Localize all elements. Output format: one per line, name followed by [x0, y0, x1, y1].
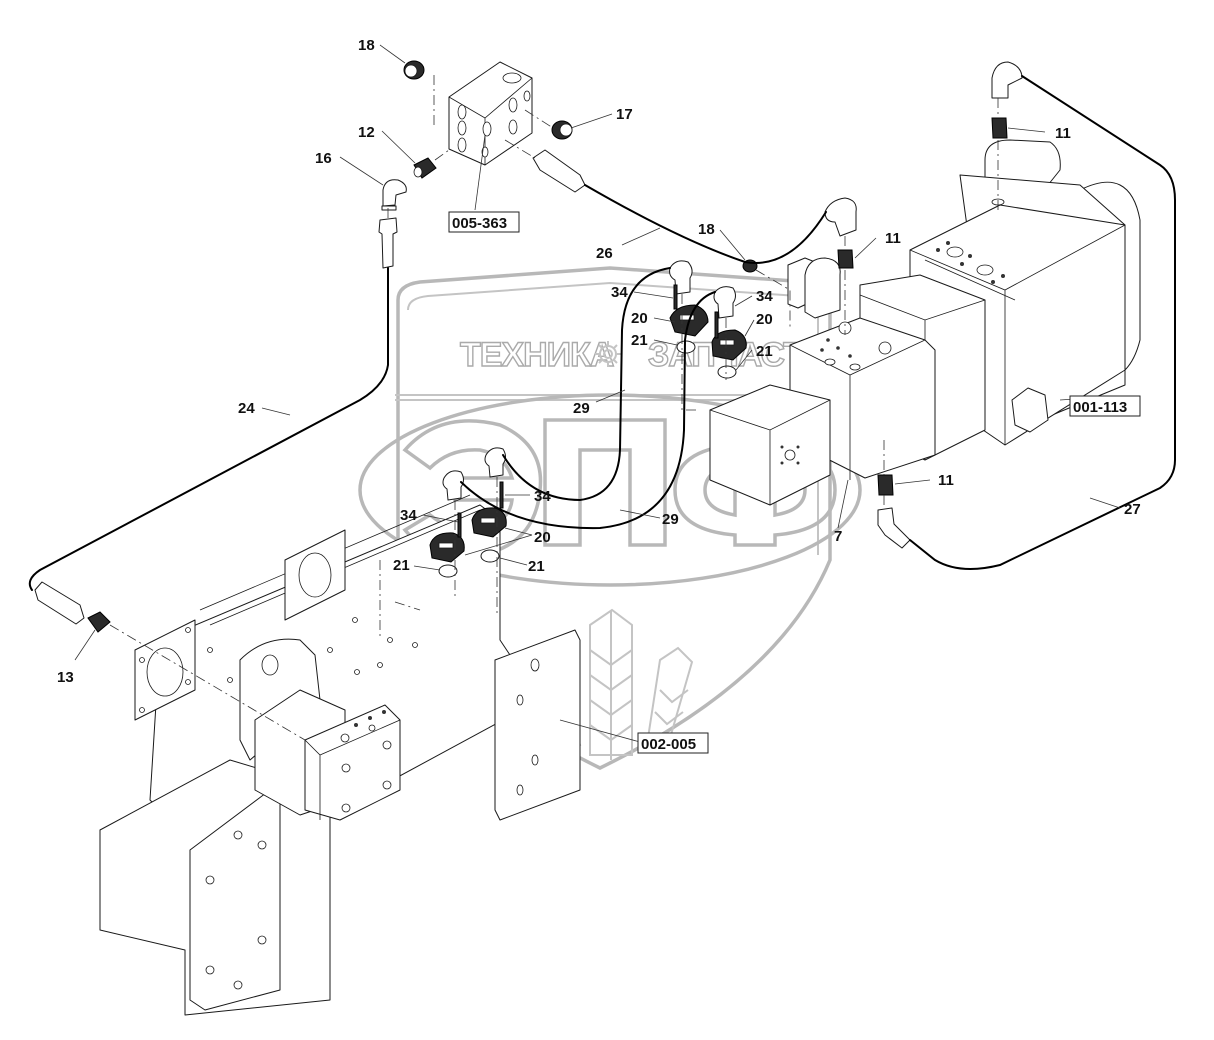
hose-27	[909, 75, 1176, 570]
callout-12: 12	[358, 124, 375, 141]
ref-box-005-363[interactable]: 005-363	[448, 211, 520, 233]
elbow-27-top	[991, 61, 1023, 99]
plug-18-top	[403, 60, 425, 80]
hoses	[28, 75, 1176, 591]
adapter-12	[413, 157, 437, 179]
valve-cartridge-2	[804, 257, 841, 319]
callout-18-top: 18	[358, 37, 375, 54]
ref-box-001-113[interactable]: 001-113	[1069, 395, 1141, 417]
callout-21-upper-right: 21	[756, 343, 773, 360]
o-ring-21-upper-2	[717, 365, 737, 379]
hose-end-24-bottom	[34, 581, 85, 625]
bolt-34-upper-1	[673, 284, 678, 310]
callout-29-lower: 29	[662, 511, 679, 528]
ref-box-002-005[interactable]: 002-005	[637, 732, 709, 754]
frame-assembly-002-005	[99, 494, 581, 1016]
center-lines	[109, 75, 999, 741]
callout-11-top: 11	[1055, 125, 1071, 142]
elbow-27-low	[877, 507, 911, 549]
callout-11-mid: 11	[885, 230, 901, 247]
elbow-29-upper-1	[669, 260, 693, 295]
motor-valve-block	[304, 704, 401, 821]
bolt-34-upper-2	[714, 311, 719, 339]
hose-29-a	[502, 267, 671, 502]
pump-assembly-001-113	[709, 139, 1141, 506]
callout-34-upper-right: 34	[756, 288, 773, 305]
hose-end-24-top	[378, 217, 398, 269]
hose-29-b	[460, 291, 716, 530]
callout-labels: 18 17 12 16 26 18 11 11 11 34 34 20 20 2…	[57, 37, 1141, 686]
elbow-29-upper-2	[713, 286, 736, 319]
hose-end-26	[532, 149, 586, 193]
adapter-11-low	[877, 474, 894, 496]
callout-24: 24	[238, 400, 255, 417]
hose-24	[28, 267, 389, 591]
callout-17: 17	[616, 106, 633, 123]
callout-20-upper-left: 20	[631, 310, 648, 327]
callout-26: 26	[596, 245, 613, 262]
callout-27: 27	[1124, 501, 1141, 518]
callout-21-lower-left: 21	[393, 557, 410, 574]
flange-clamp-20-lower-1	[471, 507, 507, 538]
callout-13: 13	[57, 669, 74, 686]
pump-plug	[1011, 387, 1049, 433]
hose-26	[584, 184, 827, 264]
callout-16: 16	[315, 150, 332, 167]
adapter-11-top	[991, 117, 1008, 139]
watermark-text-left: ТЕХНИКА	[460, 336, 614, 374]
o-ring-21-lower-2	[438, 564, 458, 578]
ref-label-001-113: 001-113	[1073, 399, 1127, 416]
callout-21-upper-left: 21	[631, 332, 648, 349]
callout-34-lower-right: 34	[534, 488, 551, 505]
callout-29-upper: 29	[573, 400, 590, 417]
o-ring-21-lower-1	[480, 549, 500, 563]
callout-18-mid: 18	[698, 221, 715, 238]
watermark-letter-p	[543, 418, 667, 547]
callout-34-upper-left: 34	[611, 284, 628, 301]
assembly-refs: 005-363 001-113 002-005	[448, 211, 1141, 754]
elbow-26-right	[824, 197, 857, 237]
elbow-29-lower-1	[484, 447, 506, 478]
ref-label-005-363: 005-363	[452, 215, 507, 232]
watermark-oval	[358, 393, 862, 587]
callout-21-lower-right: 21	[528, 558, 545, 575]
adapter-13	[87, 611, 111, 633]
manifold-block-005-363	[448, 61, 533, 166]
o-ring-21-upper-1	[676, 340, 696, 354]
callout-11-low: 11	[938, 472, 954, 489]
frame-plate-right	[494, 629, 581, 821]
elbow-16	[381, 179, 407, 211]
flange-clamp-20-lower-2	[429, 532, 465, 563]
callout-20-upper-right: 20	[756, 311, 773, 328]
bolt-34-lower-2	[457, 512, 462, 538]
ref-label-002-005: 002-005	[641, 736, 696, 753]
elbow-29-lower-2	[442, 470, 464, 501]
adapter-11-mid	[837, 249, 854, 269]
callout-7: 7	[834, 528, 842, 545]
bolt-34-lower-1	[499, 481, 504, 509]
flange-clamp-20-upper-2	[711, 329, 747, 361]
callout-34-lower-left: 34	[400, 507, 417, 524]
callout-20-lower: 20	[534, 529, 551, 546]
plug-17	[551, 120, 573, 140]
gear-icon	[595, 341, 621, 367]
